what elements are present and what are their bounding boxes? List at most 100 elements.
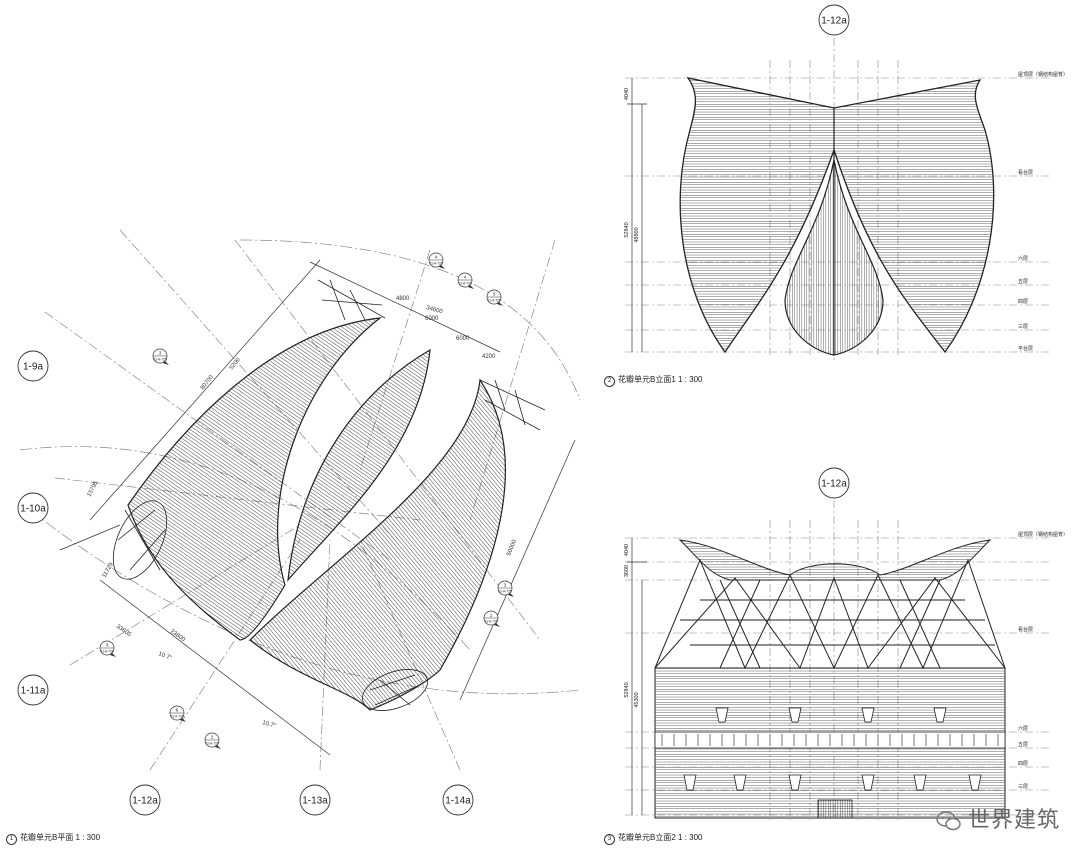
elev2-grid-bubble-1-12a: 1-12a — [818, 467, 850, 499]
level-label: 屋顶层（钢结构屋脊） — [1018, 71, 1068, 78]
svg-text:01-A-726: 01-A-726 — [429, 262, 442, 266]
section-callout: 2 01-A-726 — [204, 732, 221, 749]
plan-dimension-label: 11729 — [102, 561, 116, 579]
wechat-icon — [936, 811, 961, 831]
svg-text:1-9a: 1-9a — [23, 362, 43, 373]
level-label: 六层 — [1018, 255, 1028, 262]
podium-opening — [715, 707, 729, 723]
level-label: 六层 — [1018, 725, 1028, 732]
middle-petal — [287, 348, 431, 582]
svg-text:01-A-726: 01-A-726 — [100, 650, 113, 654]
podium-opening — [913, 774, 927, 791]
elev2-roof-canopy — [678, 539, 992, 581]
svg-text:3: 3 — [106, 643, 109, 648]
section-callout: 4 01-A-726 — [428, 252, 445, 269]
svg-text:2: 2 — [211, 735, 214, 740]
podium-opening — [788, 774, 802, 791]
level-label: 看台层 — [1018, 626, 1033, 633]
level-label: 三层 — [1018, 324, 1028, 330]
elev2-dimension-label: 3600 — [624, 565, 630, 577]
plan-trusses — [112, 279, 546, 711]
plan-callouts: 401-A-726401-A-726301-A-726301-A-725301-… — [99, 252, 514, 749]
plan-grid-bubble: 1-13a — [299, 784, 331, 816]
svg-text:01-A-726: 01-A-726 — [458, 282, 471, 286]
plan-grid-bubble: 1-12a — [129, 784, 161, 816]
svg-text:01-A-726: 01-A-726 — [487, 299, 500, 303]
svg-text:3: 3 — [504, 583, 507, 588]
elev2-caption-text: 花瓣单元B立面2 1 : 300 — [618, 833, 703, 842]
podium-opening — [861, 707, 875, 723]
elev2-dimension-label: 45300 — [634, 692, 640, 707]
elev2-dimension-label: 52840 — [624, 682, 630, 697]
elev2-podium-columns — [661, 707, 999, 791]
svg-text:1-12a: 1-12a — [821, 479, 847, 490]
svg-text:01-A-725: 01-A-725 — [153, 358, 166, 362]
plan-dimension-label: 10.7° — [157, 651, 173, 662]
plan-grid-bubble: 1-9a — [17, 350, 49, 382]
elev2-truss-lattice — [654, 558, 1006, 670]
elev1-caption-text: 花瓣单元B立面1 1 : 300 — [618, 375, 703, 384]
level-label: 看台层 — [1018, 169, 1033, 176]
section-callout: 401-A-726 — [457, 272, 474, 289]
plan-dimension-label: 50000 — [506, 538, 518, 556]
plan-dimension-label: 15795 — [86, 480, 99, 498]
plan-dimension-lines — [59, 259, 576, 756]
plan-caption-number: 1 — [6, 834, 17, 845]
elev1-dimension-label: 52840 — [624, 222, 630, 237]
plan-caption-text: 花瓣单元B平面 1 : 300 — [20, 833, 101, 842]
section-callout: 1 01-A-725 — [483, 610, 500, 627]
podium-opening — [861, 774, 875, 791]
section-callout: 3 01-A-726 — [99, 640, 116, 657]
svg-text:6: 6 — [176, 708, 179, 713]
elev2-dimension-label: 4040 — [624, 544, 630, 556]
elev1-dimension-labels: 4040 52840 48800 — [624, 88, 640, 243]
level-label: 屋顶层（钢结构屋脊） — [1018, 531, 1068, 538]
elev1-dimension-label: 48800 — [634, 227, 640, 242]
podium-opening — [683, 774, 697, 791]
plan-dimension-label: 80700 — [200, 374, 215, 391]
svg-text:01-A-726: 01-A-726 — [170, 715, 183, 719]
elev2-dimension-lines — [627, 538, 647, 815]
svg-text:1-12a: 1-12a — [821, 16, 847, 27]
plan-dimension-label: 10.7° — [261, 720, 277, 730]
level-label: 四层 — [1018, 761, 1028, 767]
elev2-grid-bubble: 1-12a — [818, 467, 850, 499]
svg-text:1: 1 — [490, 613, 493, 618]
svg-text:1-12a: 1-12a — [132, 796, 158, 807]
svg-text:4: 4 — [435, 255, 438, 260]
level-label: 五层 — [1018, 279, 1028, 285]
left-petal — [127, 317, 383, 641]
plan-dimension-label: 5200 — [229, 356, 242, 371]
podium-opening — [788, 707, 802, 723]
elev1-dimension-label: 4040 — [624, 88, 630, 100]
podium-opening — [733, 774, 747, 791]
elev1-caption-number: 2 — [604, 376, 615, 387]
plan-dimension-label: 4200 — [482, 354, 496, 360]
svg-text:01-A-725: 01-A-725 — [498, 590, 511, 594]
elev1-grid-bubble: 1-12a — [818, 4, 850, 36]
right-petal — [249, 378, 506, 711]
watermark: 世界建筑 — [936, 802, 1060, 834]
plan-grid-bubble: 1-10a — [17, 492, 49, 524]
section-callout: 301-A-725 — [152, 348, 169, 365]
elev1-grid-bubble-1-12a: 1-12a — [818, 4, 850, 36]
section-callout: 301-A-726 — [486, 289, 503, 306]
podium-opening — [933, 707, 947, 723]
level-label: 四层 — [1018, 299, 1028, 305]
elev1-dimension-lines — [627, 78, 647, 352]
svg-text:01-A-725: 01-A-725 — [484, 620, 497, 624]
plan-grid-bubble: 1-14a — [442, 784, 474, 816]
plan-dimension-label: 34600 — [425, 305, 443, 315]
svg-text:1-10a: 1-10a — [20, 504, 46, 515]
svg-text:01-A-726: 01-A-726 — [205, 742, 218, 746]
plan-dimension-label: 6000 — [425, 316, 439, 322]
section-callout: 6 01-A-726 — [169, 705, 186, 722]
